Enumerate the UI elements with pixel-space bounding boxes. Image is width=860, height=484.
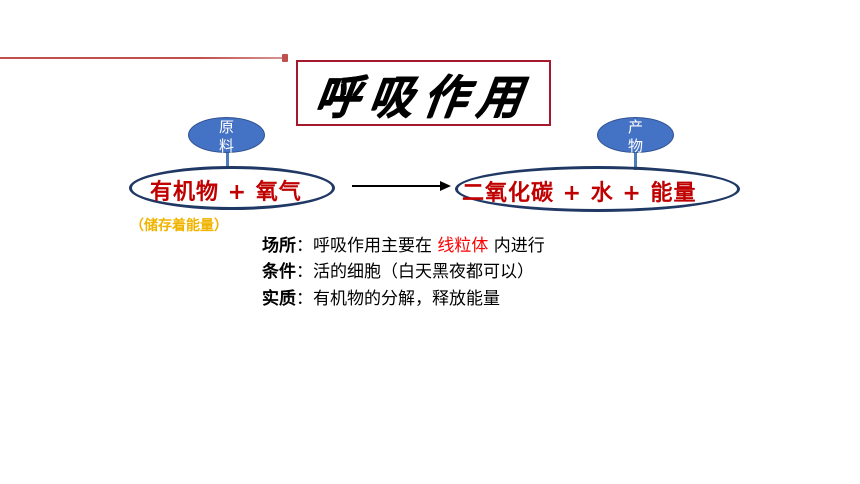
pin-char: 料 — [218, 137, 234, 155]
energy-storage-note: （储存着能量） — [130, 218, 228, 234]
detail-text: 呼吸作用主要在 — [313, 236, 438, 256]
reactants-text: 有机物 + 氧气 — [150, 180, 302, 205]
pin-products: 产物 — [597, 117, 674, 156]
detail-condition: 条件：活的细胞（白天黑夜都可以） — [262, 257, 534, 282]
page-title: 呼吸作用 — [311, 70, 535, 125]
pin-label-products: 产物 — [628, 118, 643, 156]
pin-char: 物 — [627, 137, 643, 155]
pin-stem-left — [226, 140, 229, 168]
title-box: 呼吸作用 — [296, 60, 551, 126]
detail-label: 实质 — [262, 289, 296, 309]
detail-label: 场所 — [262, 236, 296, 256]
products-ellipse — [455, 166, 740, 212]
pin-label-raw-materials: 原料 — [219, 118, 234, 156]
pin-raw-materials: 原料 — [188, 117, 265, 156]
products-text: 二氧化碳 + 水 + 能量 — [462, 181, 697, 206]
pin-char: 产 — [627, 118, 643, 136]
detail-text: 活的细胞（白天黑夜都可以） — [313, 262, 534, 282]
decorative-top-line — [0, 54, 288, 62]
detail-sep: ： — [296, 289, 313, 309]
pin-char: 原 — [218, 118, 234, 136]
detail-sep: ： — [296, 262, 313, 282]
detail-label: 条件 — [262, 262, 296, 282]
pin-stem-right — [634, 142, 637, 170]
detail-location: 场所：呼吸作用主要在 线粒体 内进行 — [262, 231, 545, 256]
detail-sep: ： — [296, 236, 313, 256]
reaction-arrow — [352, 181, 451, 191]
reactants-ellipse — [129, 166, 335, 210]
detail-essence: 实质：有机物的分解，释放能量 — [262, 284, 500, 309]
detail-highlight: 线粒体 — [437, 236, 489, 256]
detail-text: 有机物的分解，释放能量 — [313, 289, 500, 309]
detail-text-after: 内进行 — [488, 236, 545, 256]
